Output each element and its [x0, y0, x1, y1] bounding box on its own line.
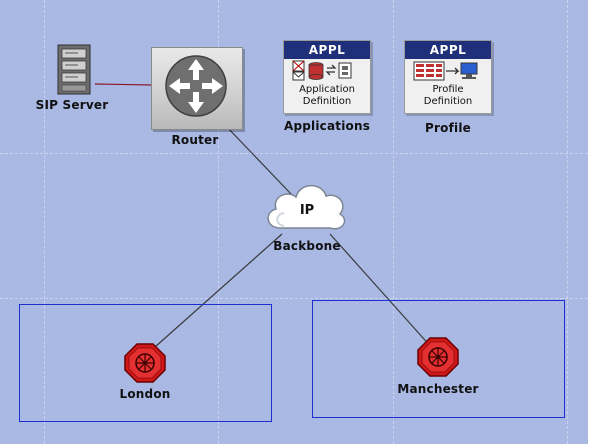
ip-backbone-node[interactable]: IP [262, 176, 352, 238]
appl-header: APPL [405, 41, 491, 59]
subnet-manchester[interactable] [312, 300, 565, 418]
application-definition-icon [292, 60, 352, 81]
profile-definition-node[interactable]: APPL Profile Definition [404, 40, 492, 114]
london-node[interactable] [121, 342, 169, 384]
sip-server-node[interactable] [53, 44, 95, 96]
profile-caption-line1: Profile [432, 84, 464, 95]
application-definition-node[interactable]: APPL Application Definition [283, 40, 371, 114]
router-label: Router [171, 133, 219, 147]
profile-label: Profile [425, 121, 471, 135]
subnet-london[interactable] [19, 304, 272, 422]
router-node[interactable] [151, 47, 243, 130]
site-router-icon [417, 337, 459, 377]
site-router-icon [124, 343, 166, 383]
grid-line [44, 0, 45, 444]
applications-label: Applications [283, 119, 371, 133]
appl-header: APPL [284, 41, 370, 59]
profile-definition-icon [413, 61, 478, 81]
grid-line [218, 0, 219, 444]
grid-line [0, 153, 588, 154]
appl-caption-line2: Definition [302, 96, 352, 107]
sip-server-label: SIP Server [35, 98, 109, 112]
link-router-backbone[interactable] [225, 125, 293, 196]
profile-caption-line2: Definition [423, 96, 473, 107]
cloud-icon [267, 184, 346, 230]
manchester-label: Manchester [397, 382, 479, 396]
link-sip-router[interactable] [94, 83, 153, 86]
grid-line [567, 0, 568, 444]
manchester-node[interactable] [414, 336, 462, 378]
router-icon [165, 55, 227, 117]
backbone-cloud-text: IP [299, 203, 315, 218]
london-label: London [119, 387, 171, 401]
server-icon [57, 44, 91, 95]
link-backbone-manchester[interactable] [329, 233, 433, 349]
backbone-label: Backbone [273, 239, 341, 253]
grid-line [0, 298, 588, 299]
grid-line [393, 0, 394, 444]
appl-caption-line1: Application [299, 84, 355, 95]
link-backbone-london[interactable] [145, 233, 283, 356]
